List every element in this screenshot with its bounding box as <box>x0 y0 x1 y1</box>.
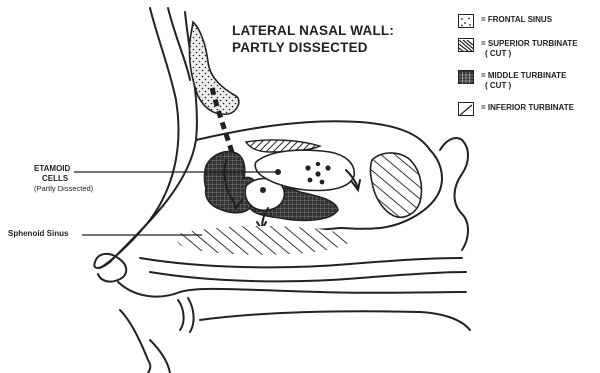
legend-item-inferior-turbinate: = INFERIOR TURBINATE <box>454 102 600 126</box>
legend-item-superior-turbinate: = SUPERIOR TURBINATE ( CUT ) <box>454 38 600 70</box>
legend-label: = MIDDLE TURBINATE <box>481 71 566 81</box>
sphenoid-label-text: Sphenoid Sinus <box>8 229 68 239</box>
legend-label: = INFERIOR TURBINATE <box>481 103 574 113</box>
inferior-turbinate-shape <box>176 226 352 255</box>
palate-lower <box>150 272 466 281</box>
ethmoid-label-line-3: (Partly Dissected) <box>34 184 93 194</box>
sphenoid-sinus-label: Sphenoid Sinus <box>8 229 68 239</box>
diagonal-hatch-pattern-icon <box>458 38 474 52</box>
ethmoid-label-line-2: CELLS <box>34 174 93 184</box>
diagram-title: LATERAL NASAL WALL: PARTLY DISSECTED <box>232 22 394 56</box>
legend-sublabel: ( CUT ) <box>481 81 566 91</box>
single-diagonal-pattern-icon <box>458 102 474 116</box>
frontal-bone-outline <box>100 8 178 268</box>
legend-label: = FRONTAL SINUS <box>481 15 552 25</box>
legend-item-frontal-sinus: = FRONTAL SINUS <box>454 14 600 38</box>
sphenoid-sinus-shape <box>371 153 422 217</box>
legend-item-middle-turbinate: = MIDDLE TURBINATE ( CUT ) <box>454 70 600 102</box>
title-line-1: LATERAL NASAL WALL: <box>232 22 394 39</box>
legend: = FRONTAL SINUS = SUPERIOR TURBINATE ( C… <box>454 14 600 126</box>
nasal-dorsum <box>110 12 197 262</box>
upper-lip <box>118 282 180 297</box>
palate-upper <box>140 258 462 267</box>
ethmoid-leader-dot <box>276 170 281 175</box>
grid-pattern-icon <box>458 70 474 84</box>
ethmoid-cells-label: ETAMOID CELLS (Partly Dissected) <box>34 164 93 194</box>
oral-cavity <box>180 289 466 293</box>
legend-sublabel: ( CUT ) <box>481 49 578 59</box>
title-line-2: PARTLY DISSECTED <box>232 39 394 56</box>
ethmoid-label-line-1: ETAMOID <box>34 164 93 174</box>
dotted-pattern-icon <box>458 14 474 28</box>
chin <box>150 340 170 373</box>
nasopharynx-back <box>440 138 468 250</box>
nasal-ala-tip <box>94 254 126 282</box>
tongue-line <box>200 311 470 330</box>
teeth-upper <box>178 298 194 332</box>
legend-label: = SUPERIOR TURBINATE <box>481 39 578 49</box>
lower-lip <box>120 310 150 373</box>
